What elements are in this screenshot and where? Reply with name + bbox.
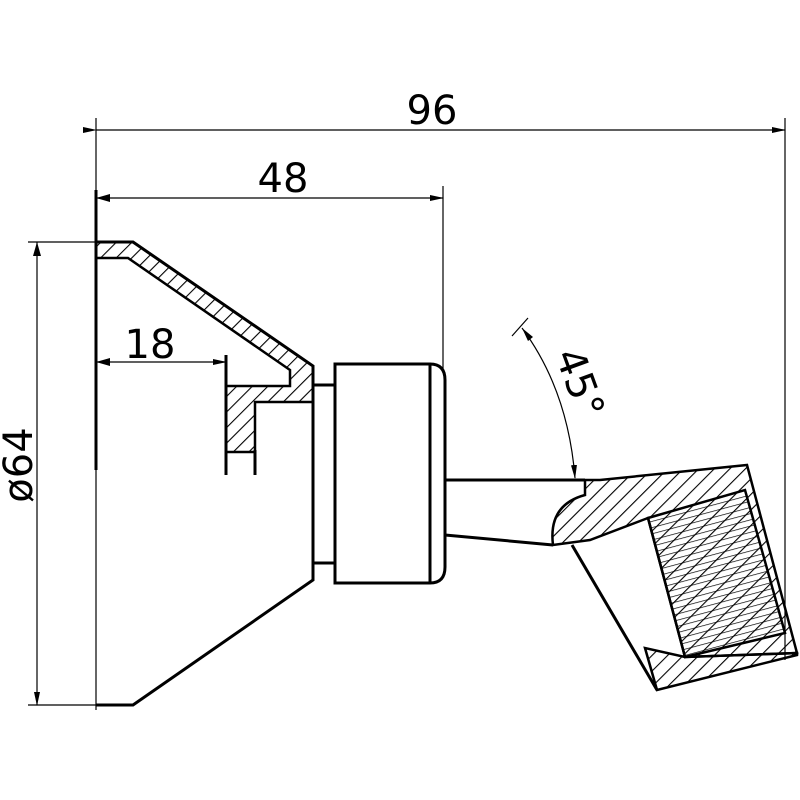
dimension-18: 18 <box>96 322 227 368</box>
dimension-label-angle: 45° <box>545 342 612 424</box>
neck <box>311 383 337 565</box>
dimension-angle-45: 45° <box>511 317 613 479</box>
hose-connector-head <box>551 463 799 692</box>
arm <box>444 478 585 547</box>
dimension-diameter-64: ø64 <box>0 242 42 706</box>
dimension-48: 48 <box>96 156 444 202</box>
extension-lines <box>28 118 786 710</box>
thread-section <box>646 488 787 659</box>
dimension-label-48: 48 <box>258 156 309 202</box>
nut <box>333 362 447 585</box>
dimension-label-diameter: ø64 <box>0 427 42 502</box>
flange-section-hatch <box>94 240 315 454</box>
dimension-96: 96 <box>83 88 786 134</box>
dimension-label-18: 18 <box>125 322 176 368</box>
base-flange <box>94 240 315 707</box>
dimension-label-96: 96 <box>407 88 458 134</box>
